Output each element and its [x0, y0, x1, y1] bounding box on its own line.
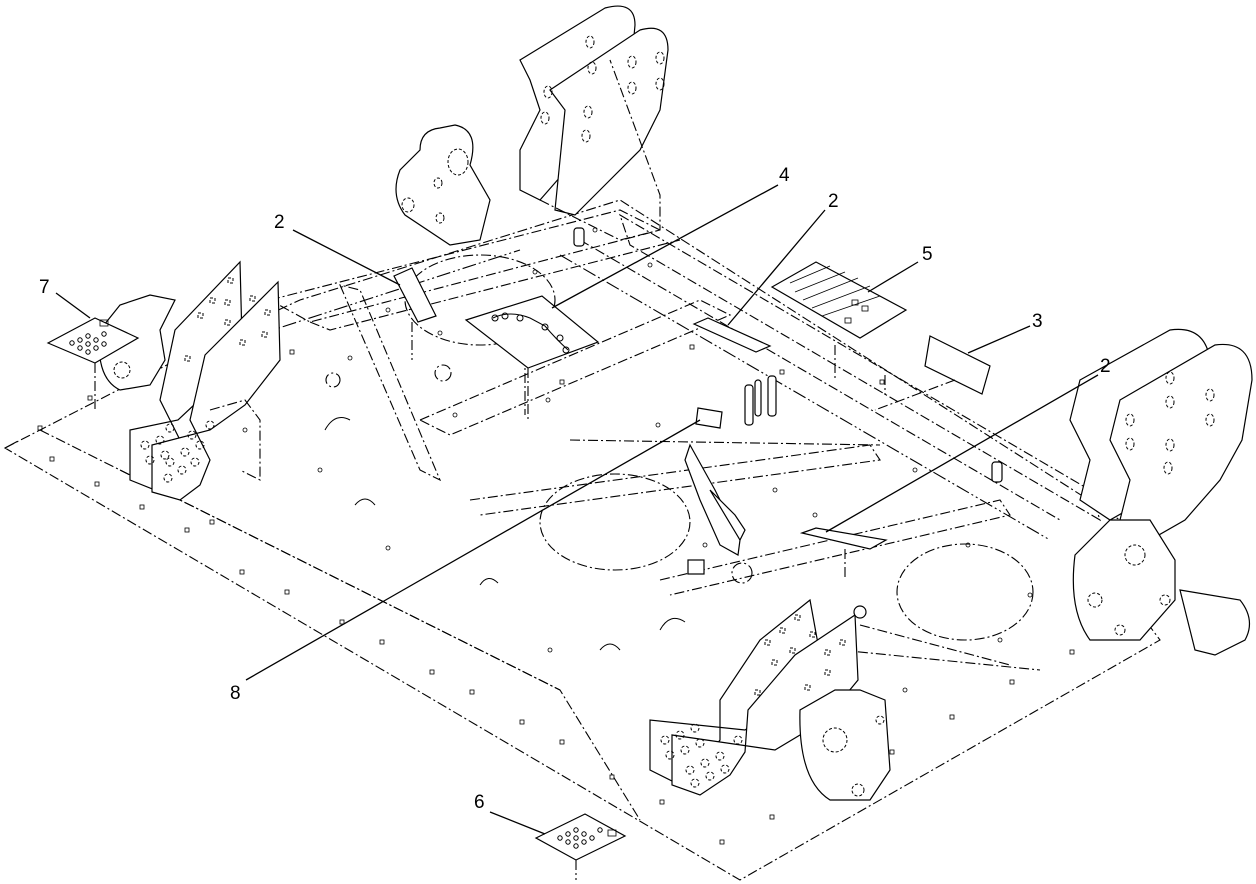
decal-2-strip-center — [692, 317, 772, 353]
decal-2-strip-right — [799, 527, 888, 550]
callout-number: 2 — [1100, 356, 1111, 377]
center-tabs-and-pins — [524, 345, 886, 575]
deck-slots — [37, 344, 1075, 845]
decal-2-strip-left — [393, 267, 437, 323]
callout-7: 7 — [39, 277, 91, 319]
decal-3-label — [924, 335, 991, 395]
rear-left-upright-bracket — [395, 5, 669, 247]
callout-6: 6 — [474, 792, 546, 835]
callout-8: 8 — [230, 419, 701, 704]
front-bracket-hole-pattern — [660, 614, 846, 788]
left-front-bracket — [98, 260, 281, 501]
projection-lines — [94, 322, 956, 880]
callout-2-right: 2 — [825, 356, 1111, 533]
frame-floor-pan — [3, 199, 1161, 881]
callout-2-left: 2 — [274, 212, 401, 286]
callout-number: 8 — [230, 683, 241, 704]
decal-4-control-pattern — [464, 295, 600, 369]
deck-cutouts — [325, 254, 1034, 641]
callout-number: 7 — [39, 277, 50, 298]
callout-number: 6 — [474, 792, 485, 813]
decal-7-keypad — [46, 317, 140, 364]
callout-number: 5 — [922, 244, 933, 265]
callout-3: 3 — [967, 311, 1043, 354]
callout-number: 3 — [1032, 311, 1043, 332]
callout-number: 2 — [828, 191, 839, 212]
cross-members — [339, 284, 1041, 671]
deck-holes — [242, 227, 1033, 693]
front-right-bracket — [649, 598, 891, 801]
callout-number: 4 — [779, 165, 790, 186]
callout-number: 2 — [274, 212, 285, 233]
decal-6-keypad — [534, 813, 627, 861]
decal-5-instruction — [770, 261, 908, 339]
bracket-hole-pattern — [140, 277, 271, 483]
right-rear-bracket — [991, 328, 1253, 656]
right-side-rail — [559, 213, 1101, 541]
callout-5: 5 — [867, 244, 933, 293]
callout-2-center: 2 — [727, 191, 839, 326]
callout-4: 4 — [551, 165, 790, 309]
